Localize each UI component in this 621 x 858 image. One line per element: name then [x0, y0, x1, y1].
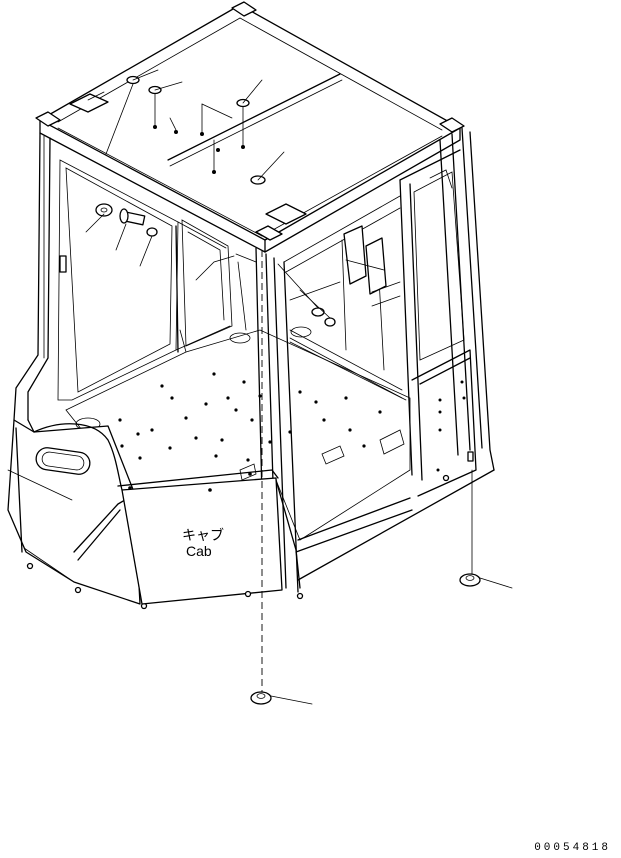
side-lower-panel	[117, 469, 450, 605]
cab-mounts	[250, 250, 513, 705]
front-lower-panel	[7, 419, 148, 610]
left-window	[57, 159, 231, 401]
rear-wall	[181, 195, 407, 401]
roof-hardware	[105, 69, 285, 185]
mirror-bracket-hardware	[85, 203, 158, 267]
right-door	[295, 149, 495, 581]
cab-roof	[35, 1, 465, 253]
document-number: 00054818	[534, 842, 611, 854]
leader-lines	[87, 91, 105, 101]
cab-label-jp: キャブ	[182, 527, 224, 543]
cab-label-en: Cab	[186, 543, 212, 559]
